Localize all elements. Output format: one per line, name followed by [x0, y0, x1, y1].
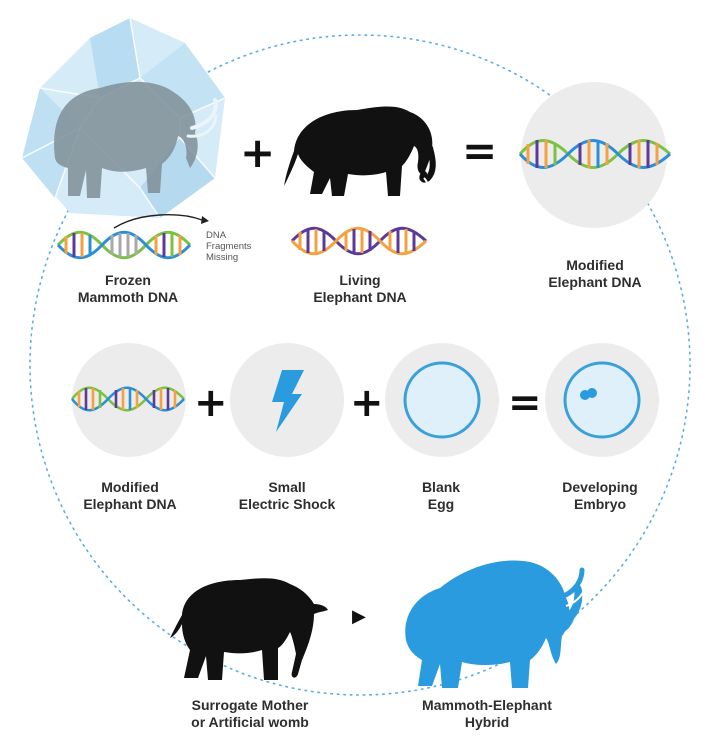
equals-operator-2: = — [508, 380, 542, 426]
mammoth-dna-helix-icon — [56, 226, 196, 264]
hybrid-label: Mammoth-Elephant Hybrid — [422, 697, 552, 730]
modified-dna-helix-small-icon — [70, 382, 188, 416]
elephant-dna-helix-icon — [290, 222, 432, 260]
living-elephant-dna-label: Living Elephant DNA — [313, 272, 407, 305]
plus-operator-2: + — [194, 380, 228, 426]
developing-embryo-label: Developing Embryo — [562, 479, 638, 512]
modified-elephant-dna-label: Modified Elephant DNA — [83, 479, 177, 512]
lightning-bolt-icon — [268, 368, 308, 434]
frozen-mammoth-icon — [10, 8, 235, 223]
plus-operator-3: + — [350, 380, 384, 426]
embryo-cell-icon — [562, 360, 642, 440]
equals-operator: = — [462, 126, 498, 175]
surrogate-elephant-icon — [168, 570, 330, 690]
missing-fragment-arrow-icon — [113, 214, 209, 229]
modified-dna-helix-icon — [518, 134, 674, 174]
surrogate-mother-label: Surrogate Mother or Artificial womb — [191, 697, 309, 730]
small-electric-shock-label: Small Electric Shock — [238, 479, 336, 512]
elephant-silhouette-icon — [282, 96, 444, 206]
arrow-operator: ▶ — [352, 606, 366, 627]
blank-egg-label: Blank Egg — [421, 479, 461, 512]
plus-operator: + — [240, 128, 276, 177]
frozen-mammoth-dna-label: Frozen Mammoth DNA — [77, 272, 179, 305]
mammoth-hybrid-icon — [400, 548, 590, 693]
modified-elephant-dna-top-label: Modified Elephant DNA — [548, 257, 642, 290]
egg-cell-icon — [402, 360, 482, 440]
dna-fragments-missing-note: DNA Fragments Missing — [206, 230, 252, 263]
